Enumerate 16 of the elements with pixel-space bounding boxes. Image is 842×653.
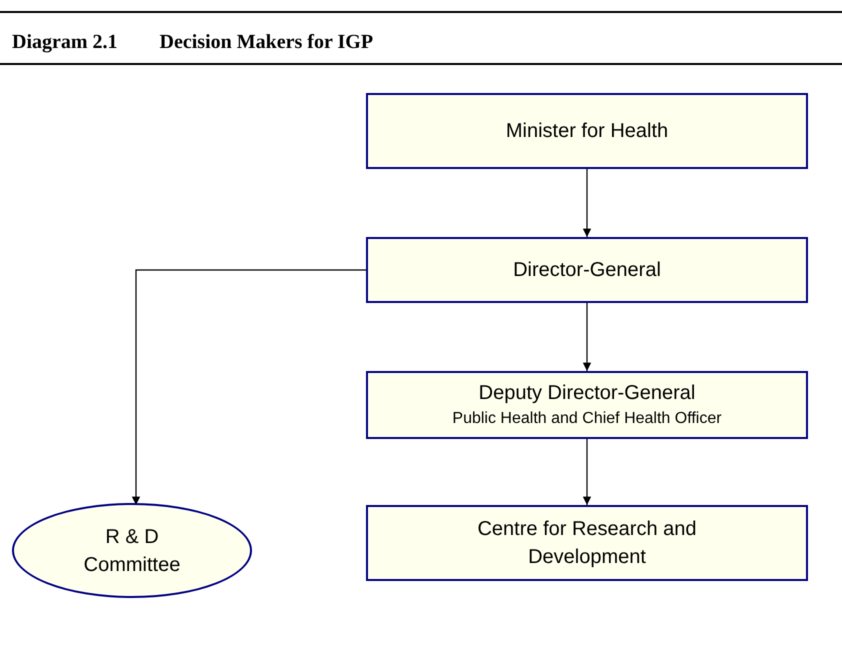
node-title: Minister for Health	[506, 119, 668, 144]
node-title: Director-General	[513, 258, 661, 283]
arrow	[132, 269, 366, 505]
role-box	[366, 505, 808, 581]
node-title: Deputy Director-General	[478, 381, 696, 406]
node-title: Centre for Research and Development	[476, 517, 698, 570]
diagram-number: Diagram 2.1	[12, 30, 118, 54]
role-box	[366, 237, 808, 303]
diagram-title: Decision Makers for IGP	[160, 30, 374, 54]
node-title: R & D Committee	[82, 524, 182, 578]
role-box	[366, 371, 808, 439]
arrow	[582, 169, 592, 237]
node-subtitle: Public Health and Chief Health Officer	[452, 409, 722, 429]
arrow	[582, 303, 592, 371]
arrow	[582, 439, 592, 505]
role-box	[366, 93, 808, 169]
